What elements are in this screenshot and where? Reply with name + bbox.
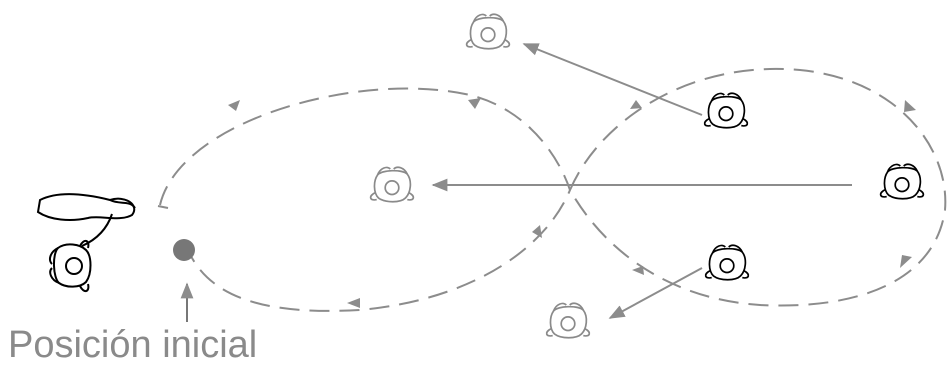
path-arrow-1 bbox=[228, 100, 240, 111]
path-direction-arrows bbox=[228, 98, 916, 308]
right-loop-path bbox=[569, 67, 947, 307]
path-arrow-4 bbox=[904, 100, 916, 112]
handler-hand bbox=[109, 199, 136, 209]
left-loop-path bbox=[159, 87, 572, 312]
handler-body bbox=[49, 239, 92, 293]
dog-figure-right-lower bbox=[704, 244, 750, 281]
dog-figure-bottom bbox=[545, 302, 591, 339]
leash-line bbox=[81, 213, 113, 247]
dog-figure-right-middle bbox=[879, 163, 925, 200]
movement-arrows bbox=[431, 43, 852, 319]
dog-figure-center bbox=[369, 166, 415, 203]
start-position-caption: Posición inicial bbox=[8, 324, 258, 366]
path-arrow-7 bbox=[532, 225, 542, 238]
start-position-marker bbox=[173, 239, 195, 261]
path-arrow-5 bbox=[900, 255, 912, 268]
dog-figure-right-upper bbox=[703, 92, 749, 129]
arrow-to-bottom-figure bbox=[608, 267, 703, 319]
path-arrow-6 bbox=[632, 266, 644, 275]
figure-eight-path bbox=[157, 67, 947, 312]
handler-figure bbox=[36, 193, 136, 293]
handler-arm bbox=[36, 193, 136, 221]
left-end-tick bbox=[157, 205, 169, 209]
arrow-to-top-figure bbox=[522, 43, 703, 116]
path-arrow-8 bbox=[347, 298, 360, 308]
path-arrow-2 bbox=[468, 98, 481, 109]
dog-figure-top bbox=[465, 13, 511, 50]
path-arrow-3 bbox=[630, 100, 642, 109]
